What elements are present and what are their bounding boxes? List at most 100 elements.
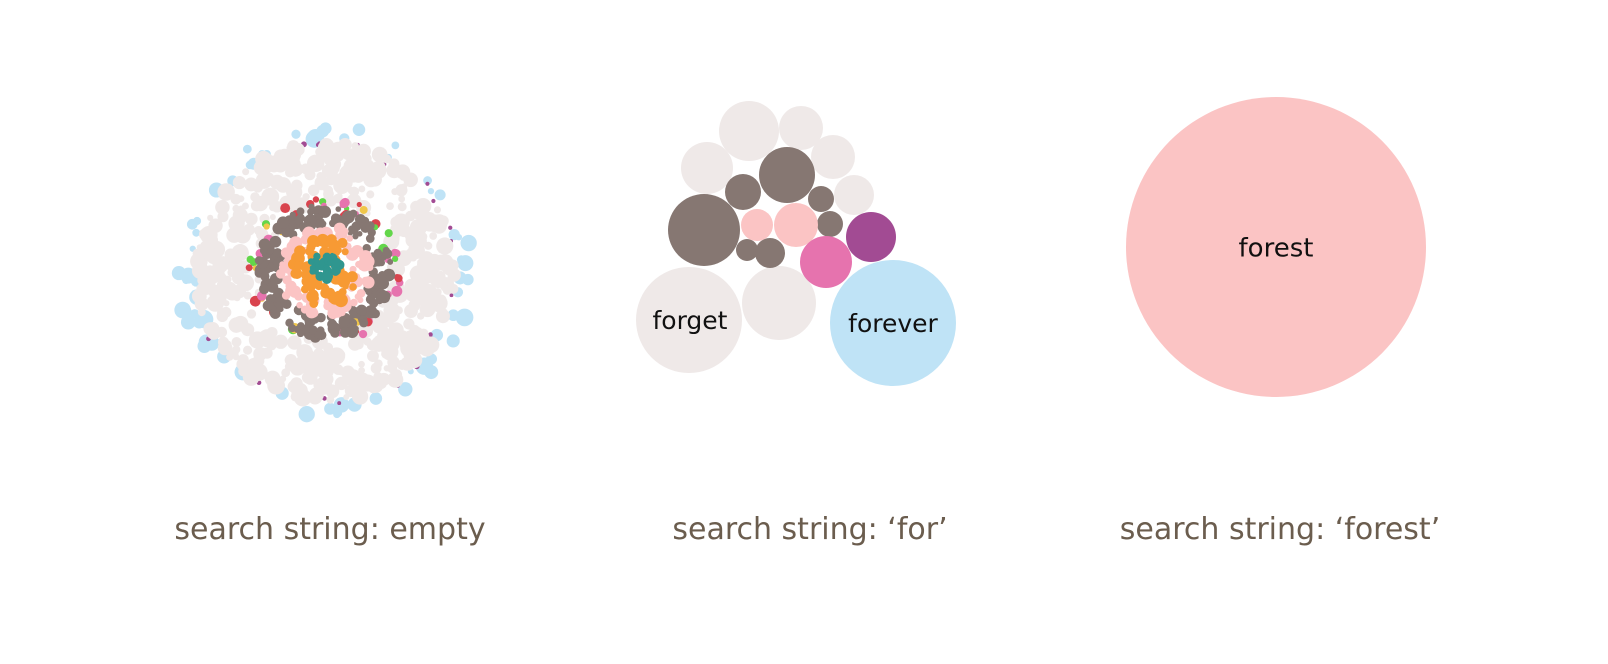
word-bubble[interactable] — [365, 234, 375, 243]
word-bubble[interactable] — [296, 301, 303, 309]
word-bubble[interactable] — [252, 355, 263, 366]
word-bubble[interactable] — [426, 353, 438, 365]
word-bubble[interactable] — [318, 205, 332, 218]
word-bubble[interactable] — [208, 323, 215, 331]
word-bubble[interactable] — [281, 291, 291, 300]
word-bubble[interactable] — [348, 337, 362, 351]
word-bubble[interactable] — [808, 186, 834, 212]
word-bubble[interactable] — [305, 276, 318, 289]
word-bubble[interactable] — [681, 142, 733, 194]
word-bubble[interactable] — [290, 166, 301, 177]
word-bubble[interactable] — [341, 248, 349, 256]
word-bubble[interactable] — [308, 203, 315, 211]
word-bubble[interactable] — [243, 291, 252, 300]
word-bubble[interactable] — [417, 258, 430, 271]
word-bubble[interactable] — [741, 209, 773, 241]
word-bubble[interactable] — [352, 233, 359, 240]
word-bubble[interactable] — [246, 309, 257, 319]
word-bubble[interactable] — [418, 328, 429, 339]
word-bubble[interactable] — [326, 395, 335, 404]
word-bubble[interactable] — [258, 238, 271, 251]
word-bubble[interactable] — [356, 201, 362, 208]
word-bubble[interactable] — [433, 206, 442, 214]
word-bubble[interactable] — [394, 274, 403, 283]
word-bubble[interactable] — [397, 223, 411, 238]
word-bubble[interactable] — [391, 255, 399, 263]
word-bubble[interactable] — [237, 205, 245, 213]
word-bubble[interactable] — [313, 347, 325, 359]
word-bubble[interactable] — [422, 336, 440, 353]
word-bubble[interactable] — [312, 196, 320, 203]
word-bubble[interactable] — [242, 168, 250, 176]
word-bubble[interactable] — [429, 232, 438, 240]
word-bubble[interactable] — [338, 316, 350, 328]
word-bubble[interactable] — [342, 272, 350, 279]
word-bubble[interactable] — [349, 283, 357, 291]
word-bubble[interactable] — [269, 235, 282, 248]
word-bubble[interactable] — [349, 209, 358, 218]
word-bubble[interactable] — [377, 290, 391, 304]
word-bubble[interactable] — [755, 238, 785, 268]
word-bubble[interactable] — [353, 247, 361, 255]
word-bubble[interactable] — [359, 205, 368, 214]
word-bubble[interactable] — [834, 175, 874, 215]
word-bubble[interactable] — [377, 373, 385, 382]
word-bubble[interactable] — [352, 123, 366, 136]
word-bubble[interactable] — [305, 306, 318, 319]
word-bubble[interactable] — [326, 234, 337, 245]
word-bubble[interactable] — [304, 169, 316, 181]
word-bubble[interactable] — [313, 379, 324, 390]
word-bubble[interactable] — [263, 223, 270, 230]
word-bubble[interactable] — [186, 218, 198, 230]
word-bubble[interactable] — [348, 325, 358, 335]
word-bubble[interactable] — [321, 282, 328, 290]
word-bubble[interactable] — [316, 171, 325, 181]
word-bubble[interactable] — [350, 298, 358, 307]
word-bubble[interactable] — [232, 207, 248, 223]
word-bubble[interactable] — [330, 328, 340, 338]
word-bubble[interactable] — [276, 216, 290, 229]
word-bubble[interactable] — [260, 271, 270, 281]
word-bubble[interactable] — [174, 301, 191, 319]
word-bubble[interactable] — [242, 144, 252, 154]
word-bubble[interactable] — [415, 292, 428, 305]
word-bubble[interactable] — [216, 203, 227, 213]
word-bubble[interactable] — [435, 294, 447, 306]
word-bubble[interactable] — [427, 187, 435, 195]
word-bubble[interactable] — [357, 296, 364, 304]
word-bubble[interactable] — [392, 249, 401, 258]
word-bubble[interactable] — [210, 241, 217, 249]
word-bubble[interactable] — [289, 359, 306, 376]
word-bubble[interactable] — [273, 248, 283, 258]
word-bubble[interactable] — [235, 226, 246, 237]
word-bubble[interactable] — [335, 206, 342, 212]
word-bubble[interactable] — [300, 285, 310, 294]
word-bubble[interactable] — [846, 212, 896, 262]
word-bubble[interactable] — [294, 388, 307, 402]
word-bubble[interactable] — [779, 106, 823, 150]
word-bubble[interactable] — [230, 260, 246, 276]
word-bubble[interactable] — [800, 236, 852, 288]
word-bubble[interactable] — [273, 287, 284, 299]
word-bubble[interactable] — [308, 325, 318, 335]
word-bubble[interactable] — [335, 246, 342, 254]
word-bubble[interactable] — [383, 365, 391, 372]
word-bubble[interactable] — [233, 294, 241, 302]
word-bubble[interactable] — [267, 262, 275, 269]
word-bubble[interactable] — [245, 264, 253, 272]
word-bubble[interactable] — [314, 331, 322, 339]
word-bubble[interactable] — [322, 372, 333, 383]
word-bubble[interactable] — [448, 225, 453, 230]
word-bubble[interactable] — [337, 401, 342, 406]
word-bubble[interactable] — [242, 368, 260, 386]
word-bubble[interactable] — [774, 203, 818, 247]
word-bubble[interactable] — [233, 181, 241, 189]
word-bubble[interactable] — [285, 318, 294, 328]
word-bubble[interactable] — [331, 257, 342, 268]
word-bubble[interactable] — [351, 142, 359, 150]
word-bubble[interactable] — [259, 284, 270, 295]
word-bubble[interactable] — [306, 290, 318, 303]
word-bubble[interactable] — [231, 337, 242, 348]
word-bubble[interactable] — [206, 294, 224, 312]
word-bubble[interactable] — [408, 355, 421, 368]
